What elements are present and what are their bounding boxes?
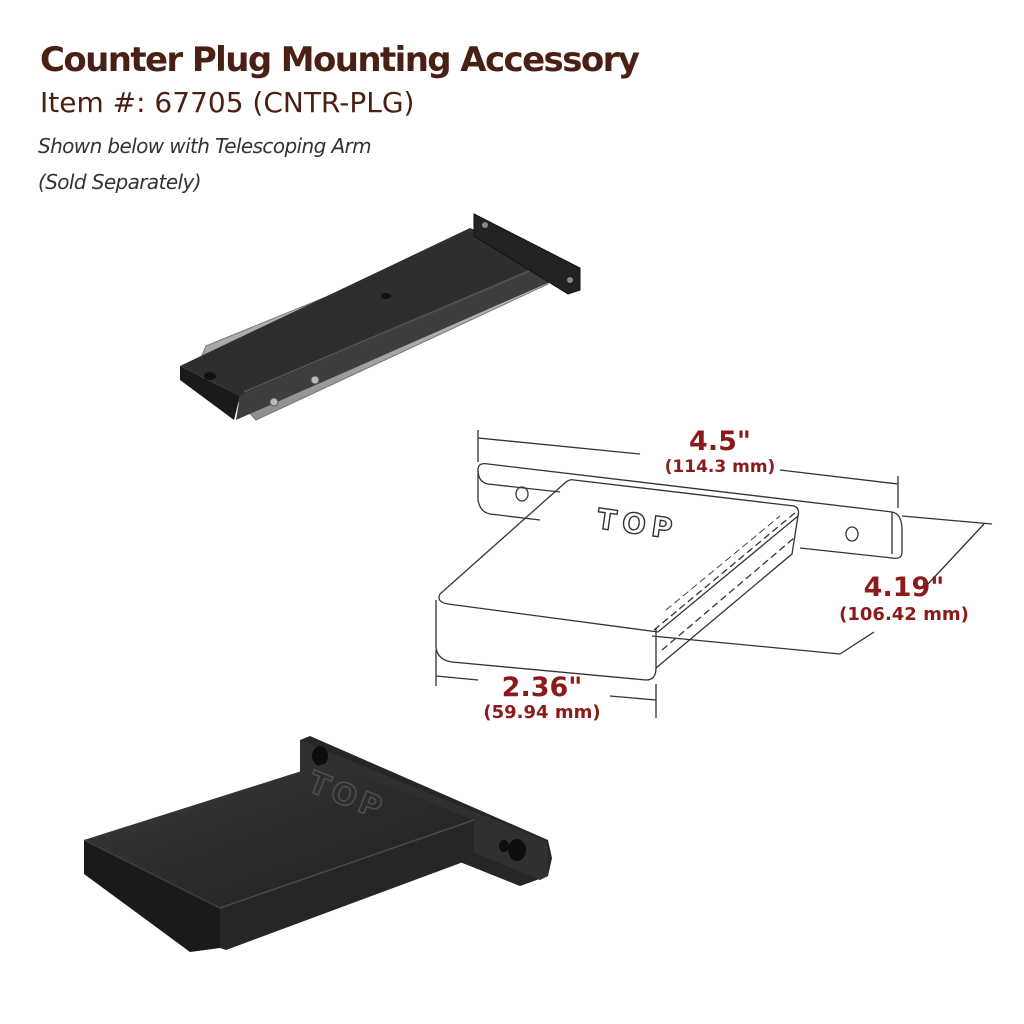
plug-block-side bbox=[220, 820, 474, 950]
height-inch-label: 2.36" bbox=[502, 672, 583, 703]
depth-inch-label: 4.19" bbox=[864, 572, 945, 603]
block-outline bbox=[438, 479, 800, 633]
height-mm-label: (59.94 mm) bbox=[483, 702, 600, 723]
arm-body-side bbox=[180, 366, 240, 420]
page-title: Counter Plug Mounting Accessory bbox=[40, 40, 640, 80]
width-dim-line bbox=[477, 430, 899, 508]
flange-outline bbox=[477, 462, 903, 560]
depth-dim-line bbox=[651, 515, 993, 655]
flange-hole-right bbox=[845, 526, 859, 542]
plug-flange-hole bbox=[508, 839, 526, 861]
depth-mm-label: (106.42 mm) bbox=[839, 604, 969, 625]
plug-block-front bbox=[84, 840, 220, 952]
arm-screw bbox=[310, 375, 320, 385]
arm-end-plate bbox=[473, 213, 581, 295]
flange-hole-left bbox=[515, 486, 529, 502]
dimension-drawing bbox=[435, 430, 993, 718]
note-line-2: (Sold Separately) bbox=[38, 170, 202, 194]
arm-screw bbox=[269, 397, 279, 407]
height-dim-line bbox=[435, 650, 657, 718]
plug-block-top bbox=[84, 762, 474, 908]
counter-plug-render bbox=[83, 736, 552, 952]
item-number: Item #: 67705 (CNTR-PLG) bbox=[40, 86, 415, 119]
arm-body-top bbox=[180, 228, 552, 396]
telescoping-arm bbox=[180, 213, 581, 421]
width-inch-label: 4.5" bbox=[689, 426, 751, 457]
plug-flange-hole bbox=[312, 746, 328, 766]
width-mm-label: (114.3 mm) bbox=[665, 457, 776, 477]
arm-hole bbox=[381, 293, 391, 299]
note-line-1: Shown below with Telescoping Arm bbox=[38, 134, 372, 158]
arm-hole bbox=[204, 372, 216, 380]
top-label-outline: TOP bbox=[595, 502, 680, 546]
